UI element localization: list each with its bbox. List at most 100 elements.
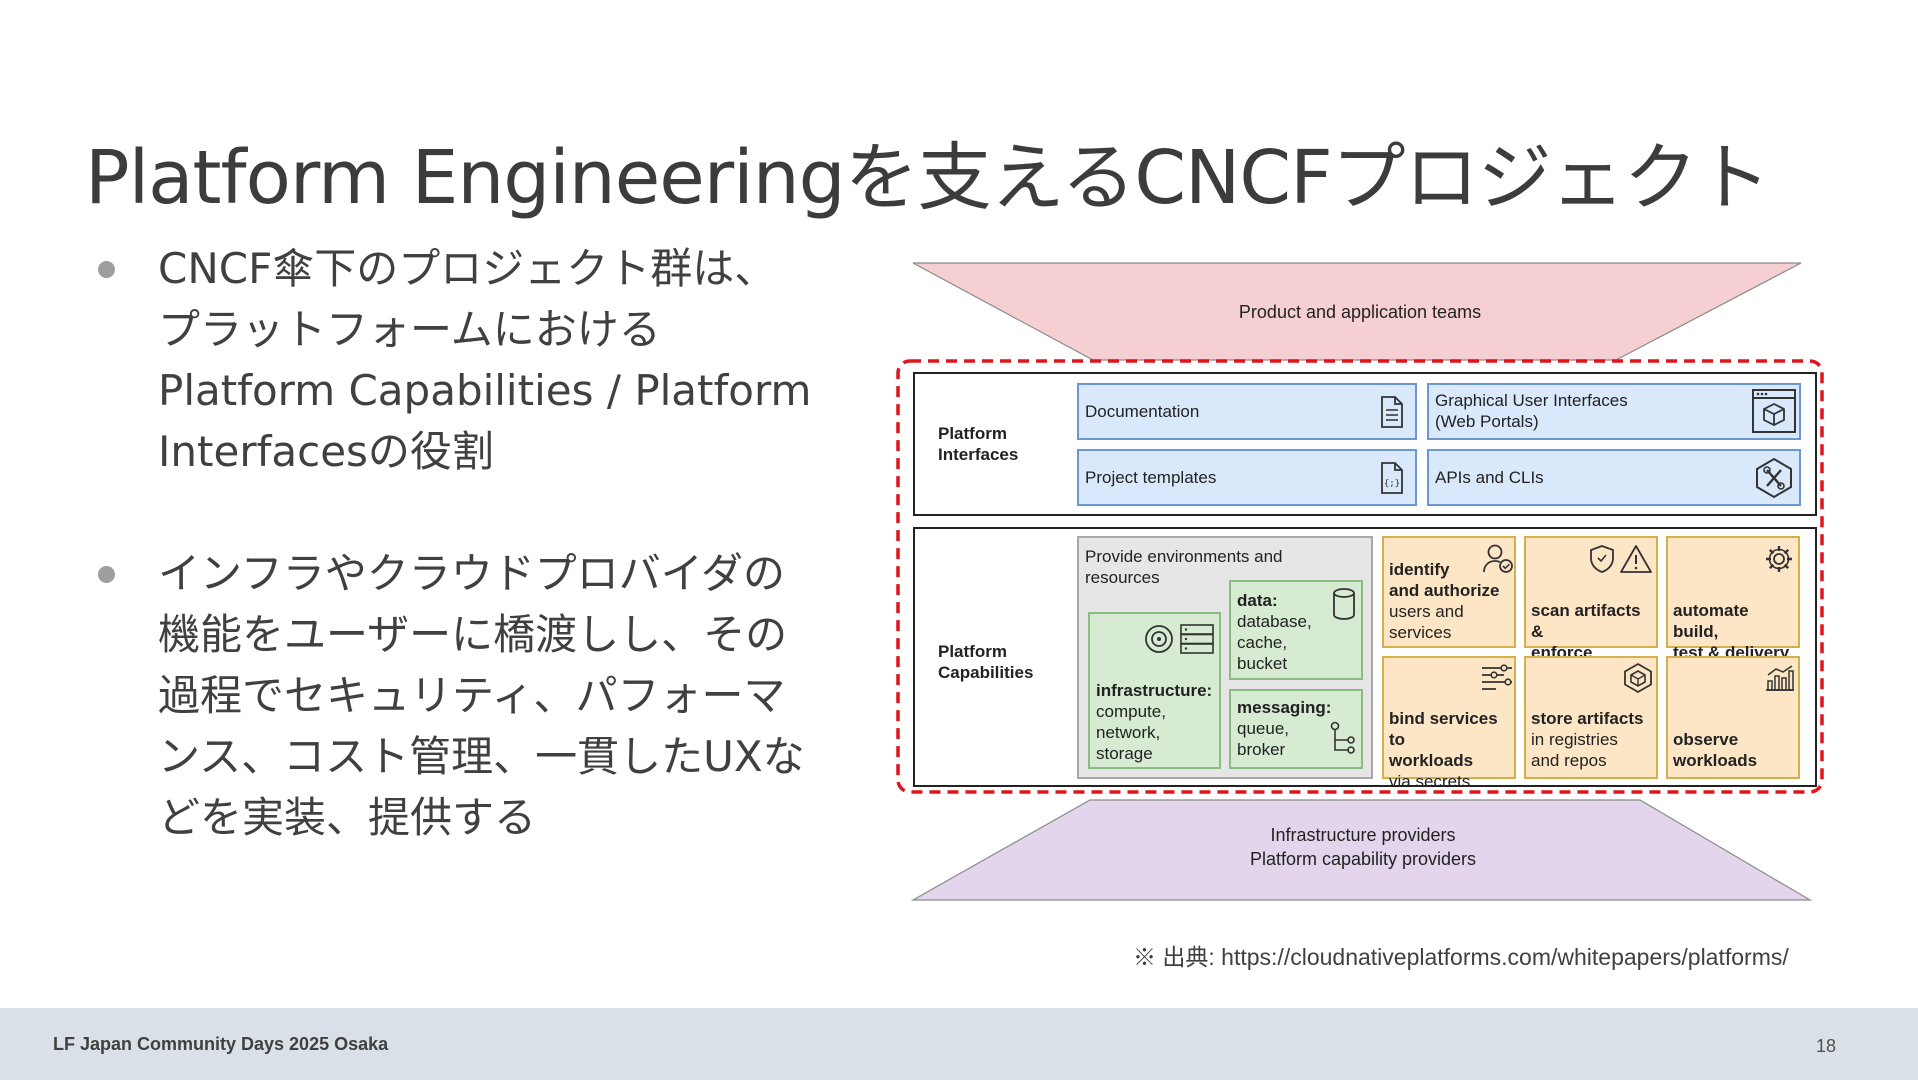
store-box: store artifacts in registries and repos	[1524, 656, 1658, 779]
bullet-dot	[98, 566, 115, 583]
source-citation: ※ 出典: https://cloudnativeplatforms.com/w…	[1133, 944, 1789, 970]
infrastructure-box: infrastructure: compute, network, storag…	[1088, 612, 1221, 769]
gear-icon	[1766, 546, 1792, 572]
messaging-icon	[1330, 721, 1355, 754]
observe-text: observe workloads	[1673, 729, 1757, 771]
bullet-line: Interfacesの役割	[158, 427, 494, 476]
bullet-line: 過程でセキュリティ、パフォーマ	[158, 671, 786, 720]
scan-title: scan artifacts &	[1531, 601, 1641, 641]
bullet-line: どを実装、提供する	[158, 793, 537, 842]
bullet-line: プラットフォームにおける	[158, 305, 661, 354]
scan-box: scan artifacts & enforce policies	[1524, 536, 1658, 683]
data-text: data: database, cache, bucket	[1237, 590, 1312, 674]
bind-line: via secrets	[1389, 772, 1471, 791]
environments-label-line: resources	[1085, 568, 1160, 587]
infrastructure-title: infrastructure:	[1096, 681, 1213, 700]
messaging-line: queue,	[1237, 719, 1289, 738]
bullet-line: CNCF傘下のプロジェクト群は、	[158, 244, 777, 293]
interfaces-label-line: Interfaces	[938, 445, 1019, 464]
observe-box: observe workloads	[1666, 656, 1800, 779]
bottom-layer-label: Infrastructure providers Platform capabi…	[890, 823, 1836, 871]
apis-clis-box: APIs and CLIs	[1427, 449, 1801, 506]
bullet-item: インフラやクラウドプロバイダの 機能をユーザーに橋渡しし、その 過程でセキュリテ…	[90, 543, 850, 848]
infrastructure-line: network,	[1096, 723, 1161, 742]
project-templates-box: Project templates {;}	[1077, 449, 1417, 506]
identify-line: services	[1389, 623, 1452, 642]
bullet-list: CNCF傘下のプロジェクト群は、 プラットフォームにおける Platform C…	[90, 238, 850, 909]
identify-text: identify and authorize users and service…	[1389, 559, 1500, 643]
identify-title: and authorize	[1389, 581, 1500, 600]
apis-clis-label: APIs and CLIs	[1435, 468, 1544, 487]
bullet-line: Platform Capabilities / Platform	[158, 366, 812, 415]
store-text: store artifacts in registries and repos	[1531, 708, 1643, 771]
highlight-border	[896, 359, 1824, 794]
messaging-title: messaging:	[1237, 698, 1332, 717]
environments-label: Provide environments and resources	[1085, 546, 1283, 588]
observe-title: workloads	[1673, 751, 1758, 770]
shield-warning-icon	[1590, 545, 1652, 573]
data-title: data:	[1237, 591, 1278, 610]
bullet-line: ンス、コスト管理、一貫したUXな	[158, 732, 805, 781]
data-line: cache,	[1237, 633, 1288, 652]
bullet-item: CNCF傘下のプロジェクト群は、 プラットフォームにおける Platform C…	[90, 238, 850, 482]
slide-title: Platform Engineeringを支えるCNCFプロジェクト	[85, 135, 1771, 221]
data-box: data: database, cache, bucket	[1229, 580, 1363, 680]
messaging-box: messaging: queue, broker	[1229, 689, 1363, 769]
automate-text: automate build, test & delivery	[1673, 600, 1798, 663]
web-portal-icon	[1752, 389, 1796, 433]
bottom-layer-line: Platform capability providers	[1249, 849, 1477, 869]
svg-text:{;}: {;}	[1384, 479, 1400, 489]
gui-label: Graphical User Interfaces (Web Portals)	[1435, 390, 1628, 432]
infrastructure-line: storage	[1096, 744, 1153, 763]
capabilities-label-line: Platform	[938, 642, 1007, 661]
platform-diagram: Product and application teams Platform I…	[890, 255, 1830, 905]
documentation-box: Documentation	[1077, 383, 1417, 440]
infrastructure-icon	[1145, 624, 1214, 654]
store-title: store artifacts	[1531, 709, 1644, 728]
infrastructure-text: infrastructure: compute, network, storag…	[1096, 680, 1212, 764]
identify-title: identify	[1389, 560, 1450, 579]
automate-title: automate build,	[1673, 601, 1749, 641]
bind-text: bind services to workloads via secrets	[1389, 708, 1514, 792]
messaging-text: messaging: queue, broker	[1237, 697, 1331, 760]
bind-title: bind services to	[1389, 709, 1498, 749]
messaging-line: broker	[1237, 740, 1286, 759]
sliders-icon	[1482, 664, 1512, 690]
bottom-layer-line: Infrastructure providers	[1270, 825, 1456, 845]
automate-box: automate build, test & delivery	[1666, 536, 1800, 662]
store-line: in registries	[1531, 730, 1618, 749]
data-line: database,	[1237, 612, 1312, 631]
page-number: 18	[1815, 1036, 1836, 1056]
chart-icon	[1766, 665, 1794, 691]
footer-bar	[0, 1008, 1918, 1080]
gui-label-line: (Web Portals)	[1435, 412, 1539, 431]
identify-box: identify and authorize users and service…	[1382, 536, 1516, 648]
bind-title: workloads	[1389, 751, 1474, 770]
gui-label-line: Graphical User Interfaces	[1435, 391, 1628, 410]
capabilities-label-line: Capabilities	[938, 663, 1034, 682]
data-line: bucket	[1237, 654, 1288, 673]
bullet-line: インフラやクラウドプロバイダの	[158, 549, 786, 598]
gui-box: Graphical User Interfaces (Web Portals)	[1427, 383, 1801, 440]
observe-title: observe	[1673, 730, 1739, 749]
footer-event: LF Japan Community Days 2025 Osaka	[53, 1034, 389, 1054]
database-icon	[1333, 588, 1355, 620]
documentation-label: Documentation	[1085, 402, 1200, 421]
interfaces-label-line: Platform	[938, 424, 1007, 443]
capabilities-label: Platform Capabilities	[938, 641, 1033, 683]
document-icon	[1381, 396, 1403, 428]
bullet-dot	[98, 261, 115, 278]
user-check-icon	[1483, 544, 1513, 573]
diagram-shapes	[896, 262, 1824, 901]
store-line: and repos	[1531, 751, 1607, 770]
top-layer-label: Product and application teams	[1238, 302, 1482, 322]
project-templates-label: Project templates	[1085, 468, 1217, 487]
bottom-layer-shape	[910, 799, 1813, 901]
box-icon	[1624, 662, 1652, 694]
tools-icon	[1756, 457, 1792, 499]
environments-label-line: Provide environments and	[1085, 547, 1283, 566]
bullet-line: 機能をユーザーに橋渡しし、その	[158, 610, 788, 659]
code-template-icon: {;}	[1381, 462, 1403, 494]
infrastructure-line: compute,	[1096, 702, 1166, 721]
interfaces-label: Platform Interfaces	[938, 423, 1018, 465]
